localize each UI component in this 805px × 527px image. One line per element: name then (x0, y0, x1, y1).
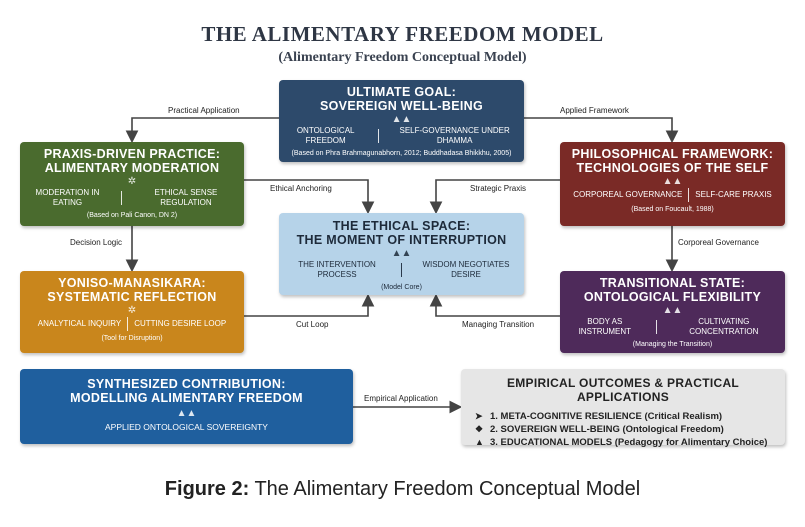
synth-sub-label: APPLIED ONTOLOGICAL SOVEREIGNTY (105, 422, 268, 432)
gear-icon: ✲ (127, 176, 137, 187)
ethical-heading-2: THE MOMENT OF INTERRUPTION (296, 233, 507, 247)
gear-icon: ✲ (127, 305, 137, 316)
synthesized-contribution-box: SYNTHESIZED CONTRIBUTION: MODELLING ALIM… (20, 369, 353, 444)
philo-left-label: CORPOREAL GOVERNANCE (573, 190, 683, 199)
ethical-note: (Model Core) (381, 284, 422, 291)
divider (688, 188, 690, 202)
arrow-ethical-anchoring (244, 179, 375, 215)
transitional-state-box: TRANSITIONAL STATE: ONTOLOGICAL FLEXIBIL… (560, 271, 785, 353)
caption-prefix: Figure 2: (164, 478, 250, 500)
philo-note: (Based on Foucault, 1988) (631, 206, 714, 213)
outcome-text: 1. META-COGNITIVE RESILIENCE (Critical R… (490, 411, 723, 422)
edge-label-empirical-application: Empirical Application (364, 394, 438, 403)
divider (655, 320, 657, 334)
praxis-heading-1: PRAXIS-DRIVEN PRACTICE: (43, 147, 221, 161)
edge-label-practical-application: Practical Application (168, 106, 240, 115)
goal-left-label: ONTOLOGICAL FREEDOM (296, 126, 355, 145)
outcomes-heading: EMPIRICAL OUTCOMES & PRACTICAL APPLICATI… (506, 376, 740, 404)
outcome-text: 3. EDUCATIONAL MODELS (Pedagogy for Alim… (490, 437, 768, 448)
yoniso-heading-1: YONISO-MANASIKARA: (58, 276, 206, 290)
trans-heading-2: ONTOLOGICAL FLEXIBILITY (583, 290, 762, 304)
praxis-right-label: ETHICAL SENSE REGULATION (154, 188, 218, 207)
diagram-subtitle: (Alimentary Freedom Conceptual Model) (278, 50, 527, 65)
trans-heading-1: TRANSITIONAL STATE: (599, 276, 746, 290)
arrow-applied-framework (524, 117, 679, 144)
edge-label-corporeal-governance: Corporeal Governance (678, 238, 759, 247)
edge-label-decision-logic: Decision Logic (70, 238, 123, 247)
caption-text: The Alimentary Freedom Conceptual Model (249, 478, 641, 500)
outcome-item: ❖ 2. SOVEREIGN WELL-BEING (Ontological F… (475, 423, 775, 436)
figure-caption: Figure 2: The Alimentary Freedom Concept… (0, 478, 805, 501)
goal-heading-2: SOVEREIGN WELL-BEING (320, 99, 483, 113)
mountain-icon: ▲▲ (391, 248, 412, 259)
yoniso-left-label: ANALYTICAL INQUIRY (37, 319, 122, 328)
philo-right-label: SELF-CARE PRAXIS (695, 190, 772, 199)
yoniso-right-label: CUTTING DESIRE LOOP (134, 319, 227, 328)
edge-label-managing-transition: Managing Transition (462, 320, 535, 329)
arrow-managing-transition (429, 293, 560, 317)
divider (127, 317, 129, 331)
mountain-icon: ▲▲ (662, 305, 683, 316)
mountain-icon: ▲▲ (391, 114, 412, 125)
ethical-left-label: THE INTERVENTION PROCESS (298, 260, 376, 279)
diagram-title: THE ALIMENTARY FREEDOM MODEL (201, 22, 604, 46)
arrow-practical-application (125, 117, 279, 144)
edge-label-cut-loop: Cut Loop (296, 320, 329, 329)
mountain-icon: ▲▲ (176, 408, 197, 419)
synth-heading-1: SYNTHESIZED CONTRIBUTION: (87, 377, 286, 391)
edge-label-strategic-praxis: Strategic Praxis (470, 184, 527, 193)
edge-label-applied-framework: Applied Framework (560, 106, 629, 115)
yoniso-manasikara-box: YONISO-MANASIKARA: SYSTEMATIC REFLECTION… (20, 271, 244, 353)
brain-icon: ➤ (475, 411, 483, 421)
trans-left-label: BODY AS INSTRUMENT (578, 317, 632, 336)
praxis-note: (Based on Pali Canon, DN 2) (86, 212, 178, 219)
arrow-cut-loop (244, 293, 375, 317)
praxis-heading-2: ALIMENTARY MODERATION (44, 161, 220, 175)
mountain-icon: ▲▲ (662, 176, 683, 187)
trans-note: (Managing the Transition) (632, 341, 713, 348)
trans-right-label: CULTIVATING CONCENTRATION (689, 317, 759, 336)
goal-right-label: SELF-GOVERNANCE UNDER DHAMMA (399, 126, 510, 145)
praxis-left-label: MODERATION IN EATING (35, 188, 100, 207)
philo-heading-1: PHILOSOPHICAL FRAMEWORK: (571, 147, 774, 161)
ethical-heading-1: THE ETHICAL SPACE: (332, 219, 471, 233)
ethical-right-label: WISDOM NEGOTIATES DESIRE (422, 260, 510, 279)
goal-note: (Based on Phra Brahmagunabhorn, 2012; Bu… (291, 150, 512, 157)
goal-heading-1: ULTIMATE GOAL: (346, 85, 457, 99)
praxis-box: PRAXIS-DRIVEN PRACTICE: ALIMENTARY MODER… (20, 142, 244, 226)
divider (401, 263, 402, 277)
divider (120, 191, 122, 205)
graduation-cap-icon: ▲ (475, 437, 484, 447)
philo-heading-2: TECHNOLOGIES OF THE SELF (576, 161, 769, 175)
divider (378, 129, 380, 143)
philosophical-framework-box: PHILOSOPHICAL FRAMEWORK: TECHNOLOGIES OF… (560, 142, 785, 226)
empirical-outcomes-box: EMPIRICAL OUTCOMES & PRACTICAL APPLICATI… (461, 369, 785, 448)
leaf-icon: ❖ (475, 424, 484, 434)
ethical-space-box: THE ETHICAL SPACE: THE MOMENT OF INTERRU… (279, 213, 524, 295)
ultimate-goal-box: ULTIMATE GOAL: SOVEREIGN WELL-BEING ▲▲ O… (279, 80, 524, 162)
yoniso-heading-2: SYSTEMATIC REFLECTION (47, 290, 217, 304)
outcome-item: ➤ 1. META-COGNITIVE RESILIENCE (Critical… (475, 410, 775, 423)
outcome-item: ▲ 3. EDUCATIONAL MODELS (Pedagogy for Al… (475, 436, 775, 449)
synth-heading-2: MODELLING ALIMENTARY FREEDOM (70, 391, 303, 405)
arrow-strategic-praxis (429, 179, 560, 215)
edge-label-ethical-anchoring: Ethical Anchoring (270, 184, 332, 193)
yoniso-note: (Tool for Disruption) (101, 335, 163, 342)
outcome-text: 2. SOVEREIGN WELL-BEING (Ontological Fre… (490, 424, 724, 435)
